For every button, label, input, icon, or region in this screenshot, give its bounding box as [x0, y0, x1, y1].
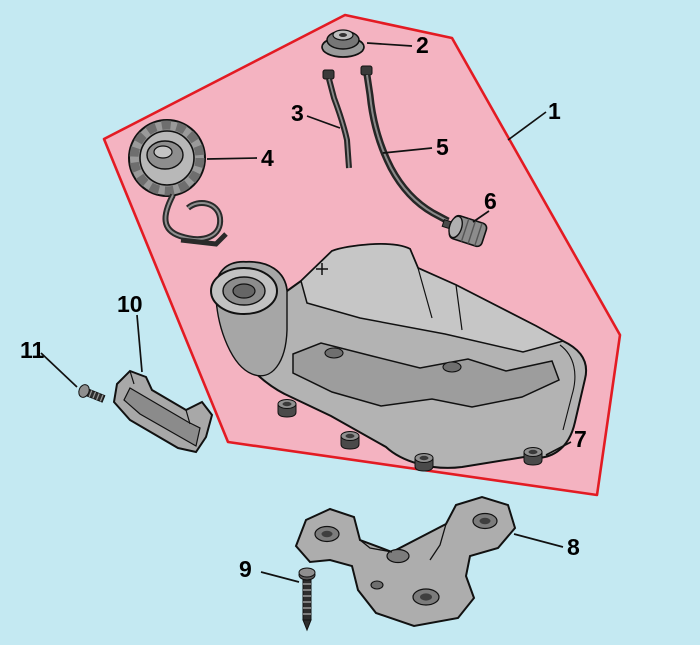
fuel-filter — [441, 214, 488, 248]
leader-lines — [40, 42, 572, 583]
lower-mount-bracket — [294, 495, 517, 628]
mount-grommet — [277, 399, 297, 418]
leader-2 — [366, 42, 413, 47]
leader-3 — [306, 115, 341, 129]
leader-6 — [472, 210, 490, 223]
callout-4: 4 — [261, 145, 274, 171]
callout-8: 8 — [567, 534, 580, 560]
fuel-cap-with-retainer — [128, 119, 228, 247]
leader-11 — [40, 352, 78, 388]
mount-grommets — [277, 399, 543, 472]
callout-7: 7 — [574, 426, 587, 452]
callout-9: 9 — [239, 556, 252, 582]
callout-5: 5 — [436, 134, 449, 160]
fuel-line-long — [360, 65, 450, 225]
bracket-screw — [78, 384, 106, 403]
leader-7 — [545, 441, 572, 456]
leader-4 — [206, 157, 258, 160]
mount-grommet — [340, 431, 360, 450]
callout-2: 2 — [416, 32, 429, 58]
callout-3: 3 — [291, 100, 304, 126]
leader-8 — [513, 533, 564, 548]
tank-vent-grommet — [321, 29, 365, 58]
mount-grommet — [523, 447, 543, 466]
leader-10 — [136, 314, 143, 373]
mount-screw — [298, 567, 316, 632]
side-bracket — [112, 369, 214, 454]
leader-9 — [260, 571, 300, 583]
callout-10: 10 — [117, 291, 143, 317]
leader-5 — [382, 147, 433, 154]
callout-1: 1 — [548, 98, 561, 124]
mount-grommet — [414, 453, 434, 472]
fuel-tank — [210, 243, 587, 469]
callout-11: 11 — [20, 337, 45, 363]
callout-6: 6 — [484, 188, 497, 214]
leader-1 — [507, 111, 547, 141]
fuel-line-short — [322, 69, 352, 169]
